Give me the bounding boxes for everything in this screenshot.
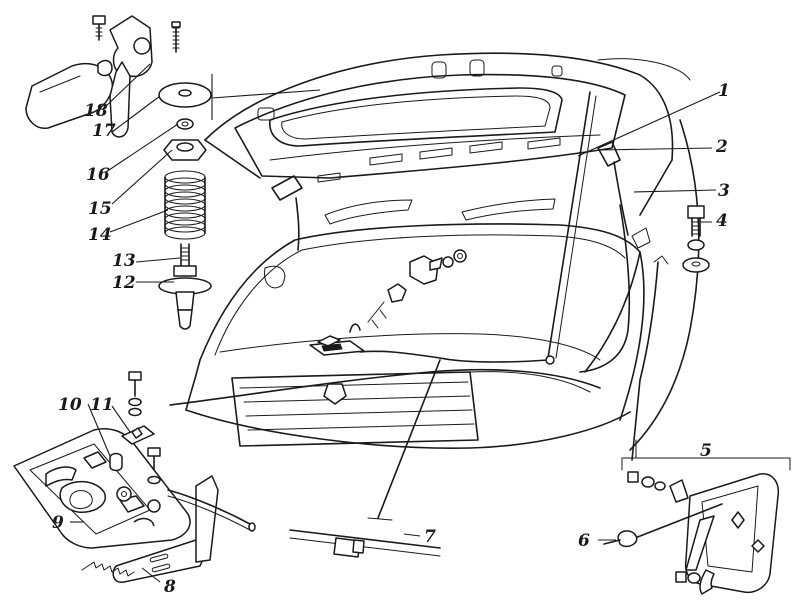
callout-15: 15 [88,199,112,219]
callout-1: 1 [718,81,730,101]
callout-4: 4 [716,211,728,231]
callout-13: 13 [112,251,136,271]
car-body [169,52,700,451]
callout-11: 11 [90,395,114,415]
callout-numbers: 1 2 3 4 5 6 7 8 9 10 11 12 13 14 15 16 1… [52,81,730,597]
leader-lines [70,63,721,583]
callout-16: 16 [86,165,110,185]
hinge-bolt-set [682,205,710,273]
callout-8: 8 [163,577,176,597]
hood-support-stack [25,15,212,330]
callout-14: 14 [88,225,112,245]
hood-prop-rod [579,204,669,461]
callout-9: 9 [52,513,64,533]
callout-10: 10 [58,395,82,415]
callout-18: 18 [84,101,108,121]
coil-spring [164,170,206,240]
callout-6: 6 [578,531,590,551]
cable-sheath [289,517,441,558]
release-handle-assembly [603,439,791,595]
callout-17: 17 [92,121,116,141]
hood-lock-assembly [309,249,467,356]
release-cable [359,91,597,519]
callout-5: 5 [700,441,712,461]
callout-12: 12 [112,273,136,293]
callout-3: 3 [718,181,730,201]
callout-7: 7 [424,527,436,547]
callout-2: 2 [715,137,728,157]
lock-plate-assembly [13,371,256,583]
